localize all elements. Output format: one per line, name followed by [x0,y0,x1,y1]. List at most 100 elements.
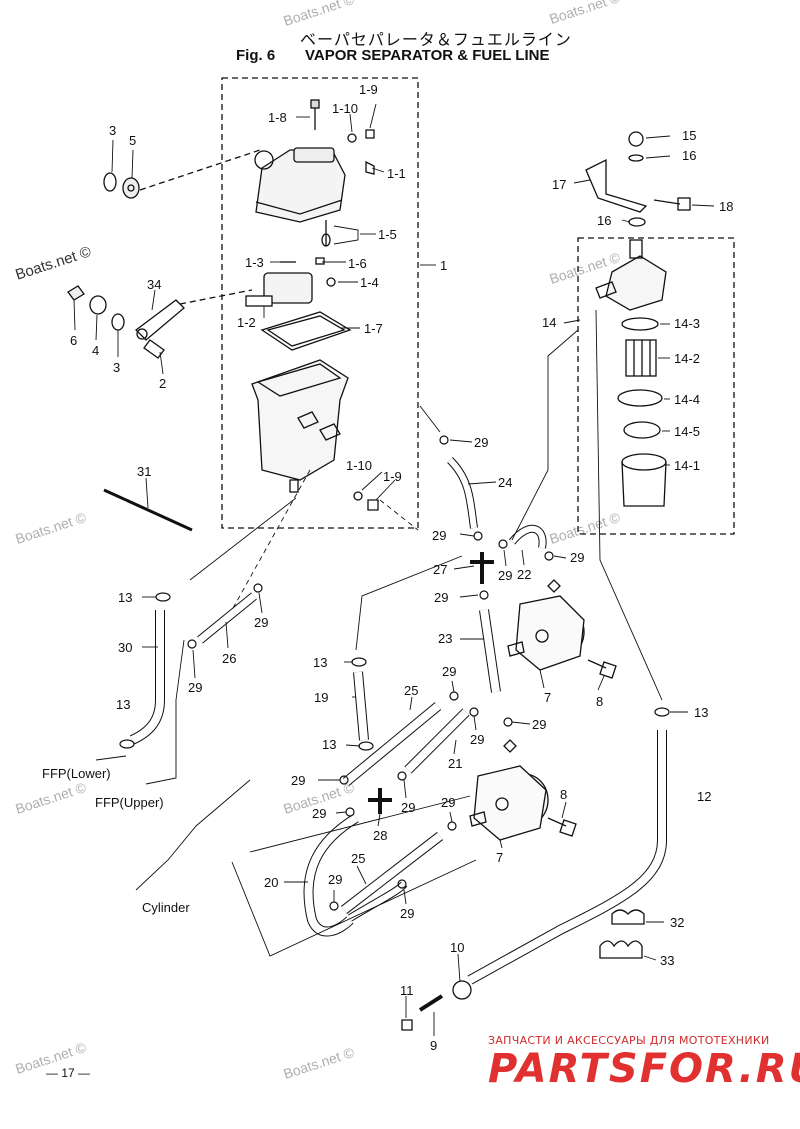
gasket-1-7 [260,311,352,351]
label-26: 26 [222,651,237,666]
clamp-29 [187,435,554,911]
washer-1-10-lower [353,491,363,501]
clamp-13 [119,592,670,751]
label-1-10: 1-10 [332,101,359,116]
label-29e: 29 [434,590,449,605]
label-1-9: 1-9 [359,82,378,97]
label-1-8: 1-8 [268,110,287,125]
joint-28 [368,788,392,814]
label-ffp-upper: FFP(Upper) [95,795,164,810]
float-1-2 [245,272,313,307]
label-29l: 29 [401,800,416,815]
label-25: 25 [404,683,419,698]
ring-14-5 [623,421,661,439]
leader-lines [73,103,715,1036]
label-29i: 29 [470,732,485,747]
label-34: 34 [147,277,162,292]
label-cylinder: Cylinder [142,900,190,915]
label-14-4: 14-4 [674,392,701,407]
bracket-17 [585,158,648,213]
label-11: 11 [400,983,414,998]
screw-11 [401,1019,413,1031]
screw-1-4 [326,277,336,287]
label-1-9-lower: 1-9 [383,469,402,484]
label-16: 16 [682,148,697,163]
figure-number: Fig. 6 [236,47,276,64]
float-chamber [251,359,349,493]
clip-32 [611,909,645,925]
label-32: 32 [670,915,685,930]
label-21: 21 [448,756,463,771]
fuel-filter-group-box [577,237,735,535]
label-29k: 29 [291,773,306,788]
label-4: 4 [92,343,100,358]
label-13c: 13 [116,697,131,712]
label-31: 31 [137,464,152,479]
label-29h: 29 [188,680,203,695]
label-8b: 8 [560,787,568,802]
label-1-6: 1-6 [348,256,367,271]
clip-33 [599,940,643,959]
label-1: 1 [440,258,448,273]
label-6: 6 [70,333,78,348]
label-14-5: 14-5 [674,424,701,439]
label-1-1: 1-1 [387,166,406,181]
washer-16b [628,217,646,227]
brand-tagline: ЗАПЧАСТИ И АКСЕССУАРЫ ДЛЯ МОТОТЕХНИКИ [488,1034,770,1047]
pin-1-6 [315,257,325,265]
vapor-separator-group-box [221,77,419,529]
label-8: 8 [596,694,604,709]
label-13e: 13 [694,705,709,720]
label-29g: 29 [442,664,457,679]
label-1-3: 1-3 [245,255,264,270]
joint-9 [418,994,444,1012]
label-14-3: 14-3 [674,316,701,331]
label-10: 10 [450,940,465,955]
reference-lines [95,309,663,957]
label-14-2: 14-2 [674,351,701,366]
page-number: — 17 — [46,1066,91,1080]
bracket-34 [135,299,185,341]
label-29b: 29 [432,528,447,543]
label-29j: 29 [532,717,547,732]
label-12: 12 [697,789,712,804]
grommet-4 [89,295,107,315]
collar-6 [67,285,85,301]
label-29m: 29 [441,795,456,810]
label-23: 23 [438,631,453,646]
label-3b: 3 [113,360,121,375]
japanese-title: ベーパセパレータ＆フュエルライン [300,30,572,49]
label-16b: 16 [597,213,612,228]
nozzle-1-1 [365,160,375,175]
label-20: 20 [264,875,279,890]
label-17: 17 [552,177,567,192]
label-29f: 29 [254,615,269,630]
nut-15 [628,131,644,147]
label-27: 27 [433,562,448,577]
label-29: 29 [474,435,489,450]
cup-14-1 [621,453,667,507]
label-15: 15 [682,128,697,143]
separator-cover [254,147,346,223]
washer-1-10 [347,133,357,143]
o-ring-14-4 [617,389,663,407]
label-18: 18 [719,199,734,214]
label-29n: 29 [328,872,343,887]
bolt-18 [653,199,681,205]
label-9: 9 [430,1038,438,1053]
fuel-pump-lower [469,739,549,841]
label-25b: 25 [351,851,366,866]
cable-tie-31 [103,488,193,532]
washer-3 [103,172,117,192]
label-33: 33 [660,953,675,968]
label-1-7: 1-7 [364,321,383,336]
plug-1-9 [365,129,375,139]
grommet-5 [122,177,140,199]
label-1-10-lower: 1-10 [346,458,373,473]
washer-16 [628,154,644,162]
brand-logo: PARTSFOR.RU [488,1046,800,1092]
label-3: 3 [109,123,117,138]
label-1-5: 1-5 [378,227,397,242]
label-14-1: 14-1 [674,458,701,473]
